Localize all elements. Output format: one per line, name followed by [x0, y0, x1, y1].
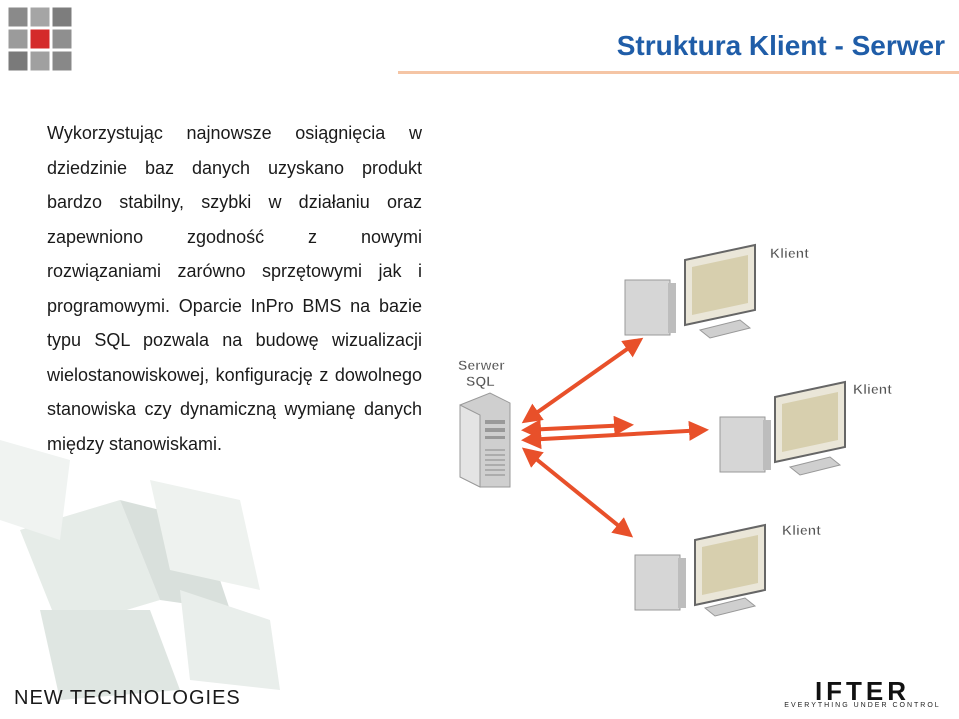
- ifter-wordmark: IFTER: [814, 676, 911, 706]
- cube-logo: [7, 6, 73, 72]
- client-workstation-2: [719, 380, 846, 476]
- connection-arrows: [521, 337, 709, 538]
- client-workstation-1: [624, 243, 756, 339]
- title-underline: [398, 71, 959, 74]
- client-label-1: Klient: [770, 245, 809, 261]
- ifter-tagline: EVERYTHING UNDER CONTROL: [784, 702, 941, 709]
- client-workstation-3: [634, 523, 766, 617]
- client-server-diagram: Serwer SQL Klient Klient: [458, 243, 892, 617]
- background-cubes: [0, 440, 280, 700]
- client-label-2: Klient: [853, 381, 892, 397]
- server-label-sql: SQL: [466, 373, 495, 389]
- server-tower: [459, 392, 511, 488]
- slide-title: Struktura Klient - Serwer: [616, 30, 945, 61]
- client-label-3: Klient: [782, 522, 821, 538]
- ifter-logo: IFTER EVERYTHING UNDER CONTROL: [780, 676, 945, 710]
- server-label: Serwer: [458, 357, 505, 373]
- new-technologies-logo: NEW TECHNOLOGIES: [14, 687, 241, 709]
- body-paragraph: Wykorzystując najnowsze osiągnięcia w dz…: [47, 123, 422, 454]
